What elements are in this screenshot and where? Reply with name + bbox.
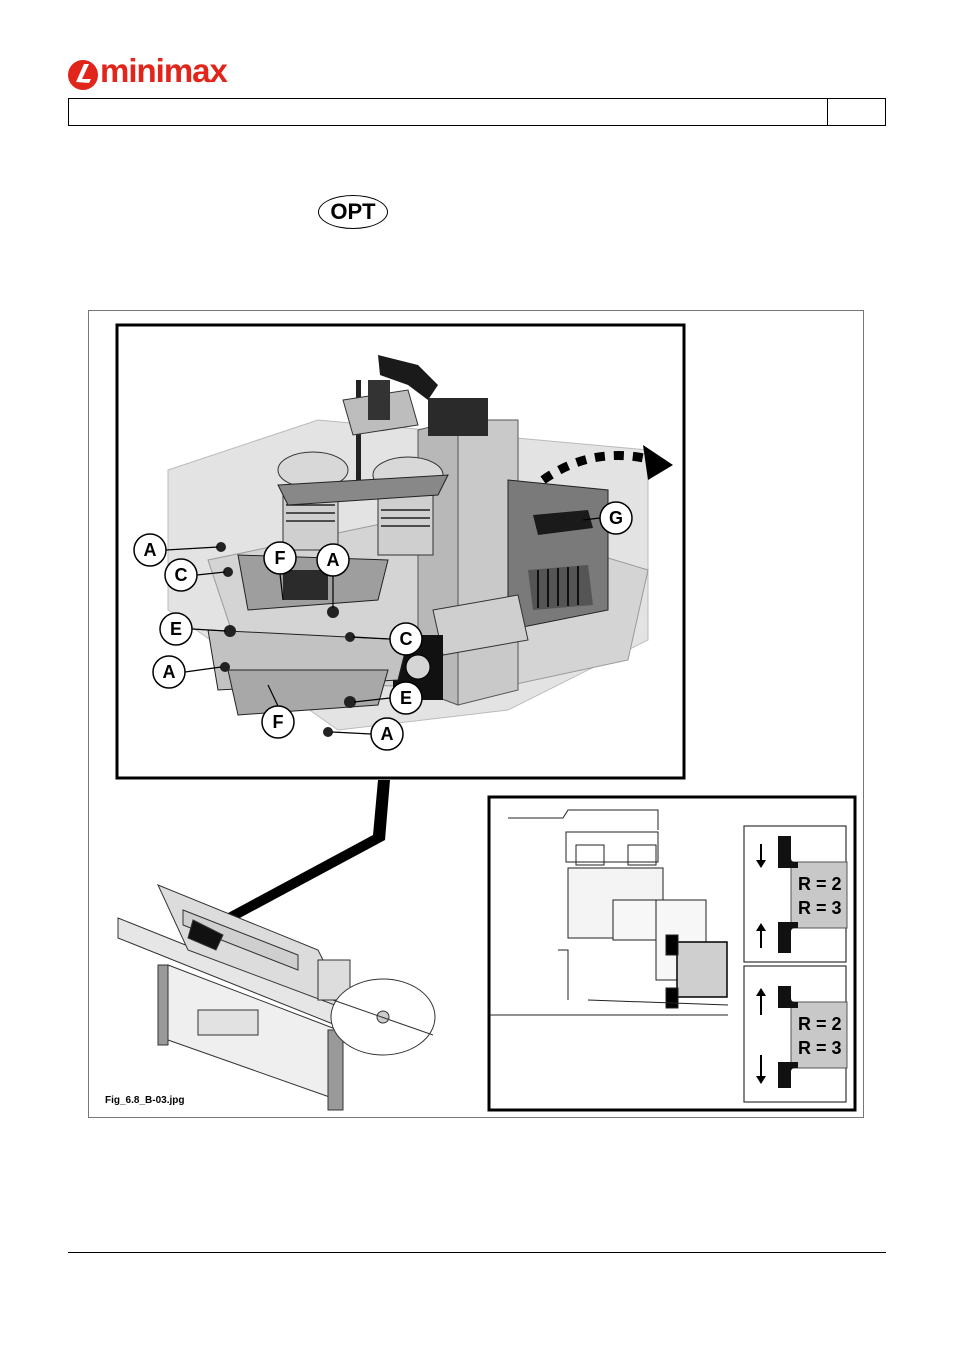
header-divider: [827, 98, 828, 126]
callout-c-1: C: [175, 565, 188, 585]
figure-illustration: A C F A E A F C E A G Fig_6.8_B-03.jpg: [88, 310, 864, 1118]
lower-r3-label: R = 3: [798, 1038, 842, 1058]
figure-caption: Fig_6.8_B-03.jpg: [105, 1095, 184, 1106]
callout-e-2: E: [400, 688, 412, 708]
callout-a-3: A: [163, 662, 176, 682]
header-box: [68, 98, 886, 126]
brand-name: minimax: [100, 52, 227, 90]
zoom-pointer: [228, 780, 390, 920]
callout-f-1: F: [275, 548, 286, 568]
lower-r2-label: R = 2: [798, 1014, 842, 1034]
callout-f-2: F: [273, 712, 284, 732]
callout-a-2: A: [327, 550, 340, 570]
footer-divider: [68, 1252, 886, 1253]
upper-r3-label: R = 3: [798, 898, 842, 918]
opt-badge: OPT: [318, 195, 388, 229]
upper-r2-label: R = 2: [798, 874, 842, 894]
callout-a-1: A: [144, 540, 157, 560]
callout-e-1: E: [170, 619, 182, 639]
callout-g: G: [609, 508, 623, 528]
callout-c-2: C: [400, 629, 413, 649]
callout-a-4: A: [381, 724, 394, 744]
full-machine-drawing: [118, 885, 435, 1110]
